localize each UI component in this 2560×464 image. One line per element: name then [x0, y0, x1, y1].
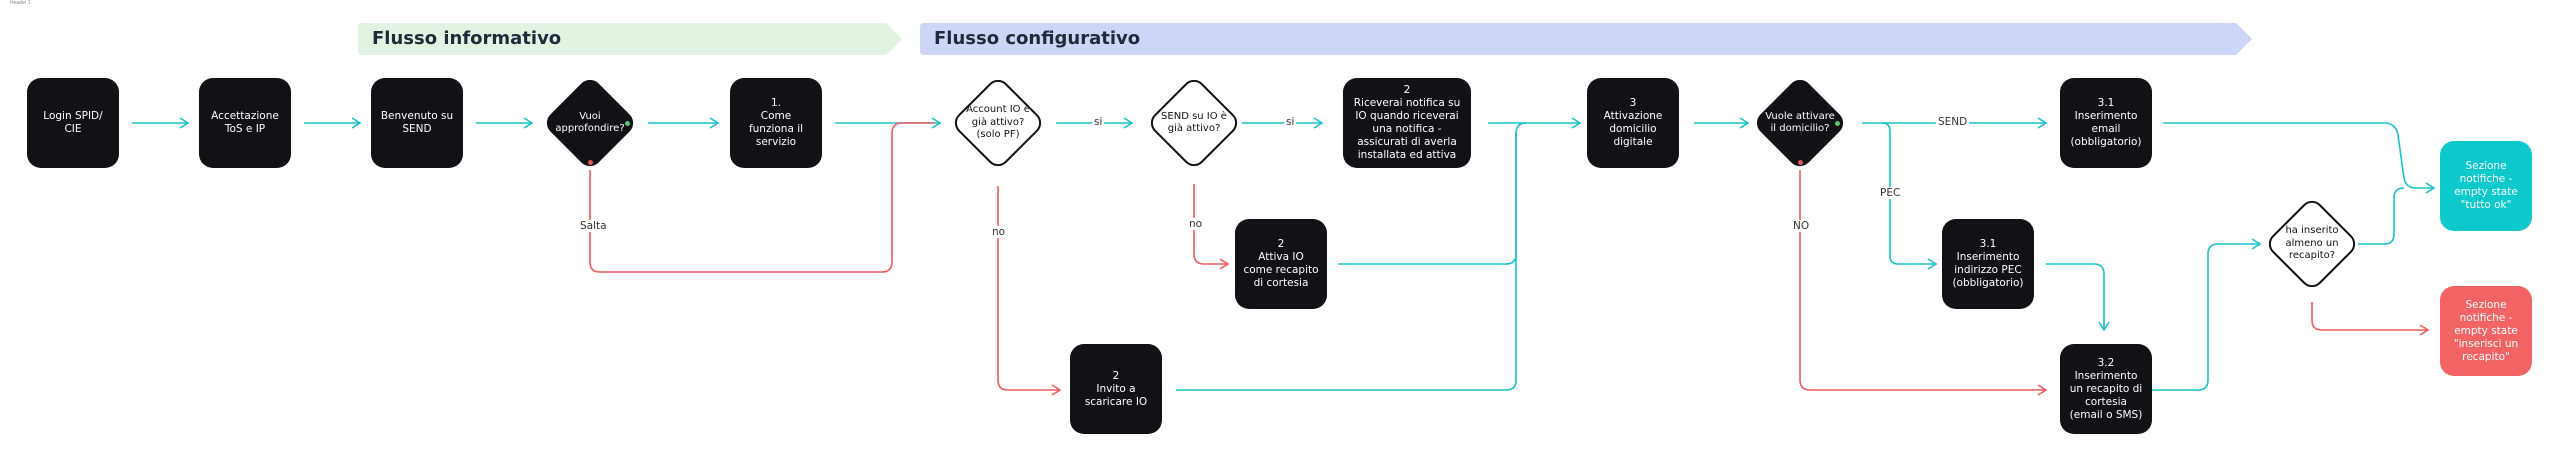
node-riceverai-notifica: 2 Riceverai notifica su IO quando riceve… [1343, 78, 1471, 168]
yes-port-dot [625, 121, 630, 126]
edge-label-pec: PEC [1878, 187, 1903, 199]
node-accettazione-tos: Accettazione ToS e IP [199, 78, 291, 168]
edge-invito-domicilio [1176, 133, 1517, 391]
edge-label-si-send: si [1284, 116, 1297, 128]
edge-send-no [1193, 184, 1230, 270]
terminal-tutto-ok: Sezione notifiche - empty state "tutto o… [2440, 141, 2532, 231]
edge-check-ok [2358, 187, 2405, 245]
node-inserimento-recapito: 3.2 Inserimento un recapito di cortesia … [2060, 344, 2152, 434]
decision-send-io: SEND su IO è già attivo? [1145, 74, 1243, 172]
no-port-dot [588, 160, 593, 165]
banner-flusso-configurativo-label: Flusso configurativo [934, 28, 1141, 49]
edge-email-check [2163, 122, 2436, 194]
edge-label-si-account: si [1092, 116, 1105, 128]
yes-port-dot [1835, 121, 1840, 126]
edge-vuole-no [1799, 170, 2048, 396]
no-port-dot [1798, 160, 1803, 165]
banner-flusso-configurativo: Flusso configurativo [920, 23, 2252, 55]
node-inserimento-email: 3.1 Inserimento email (obbligatorio) [2060, 78, 2152, 168]
edge-pec-recapito [2046, 263, 2110, 332]
edge-label-send: SEND [1936, 116, 1970, 128]
banner-flusso-informativo-label: Flusso informativo [372, 28, 562, 49]
node-attivazione-domicilio: 3 Attivazione domicilio digitale [1587, 78, 1679, 168]
terminal-inserisci-recapito: Sezione notifiche - empty state "inseris… [2440, 286, 2532, 376]
edge-label-no-account: no [990, 226, 1008, 238]
edge-account-no [997, 186, 1062, 396]
edge-label-no-domicilio: NO [1791, 220, 1812, 232]
edge-label-no-send: no [1187, 218, 1205, 230]
edge-approfondire-salta [589, 122, 935, 273]
edge-check-warn [2311, 302, 2430, 336]
decision-vuoi-approfondire: Vuoi approfondire? [541, 74, 639, 172]
node-attiva-io: 2 Attiva IO come recapito di cortesia [1235, 219, 1327, 309]
edge-label-salta: Salta [578, 220, 609, 232]
node-inserimento-pec: 3.1 Inserimento indirizzo PEC (obbligato… [1942, 219, 2034, 309]
corner-note: Header 1 [10, 0, 31, 6]
edge-recapito-check [2150, 238, 2262, 391]
node-invito-io: 2 Invito a scaricare IO [1070, 344, 1162, 434]
banner-flusso-informativo: Flusso informativo [358, 23, 902, 55]
decision-account-io: Account IO è già attivo? (solo PF) [949, 74, 1047, 172]
decision-almeno-recapito: ha inserito almeno un recapito? [2263, 195, 2361, 293]
edge-vuole-pec [1881, 122, 1938, 270]
node-come-funziona: 1. Come funziona il servizio [730, 78, 822, 168]
node-login-spid-cie: Login SPID/ CIE [27, 78, 119, 168]
decision-vuole-domicilio: Vuole attivare il domicilio? [1751, 74, 1849, 172]
node-benvenuto-send: Benvenuto su SEND [371, 78, 463, 168]
